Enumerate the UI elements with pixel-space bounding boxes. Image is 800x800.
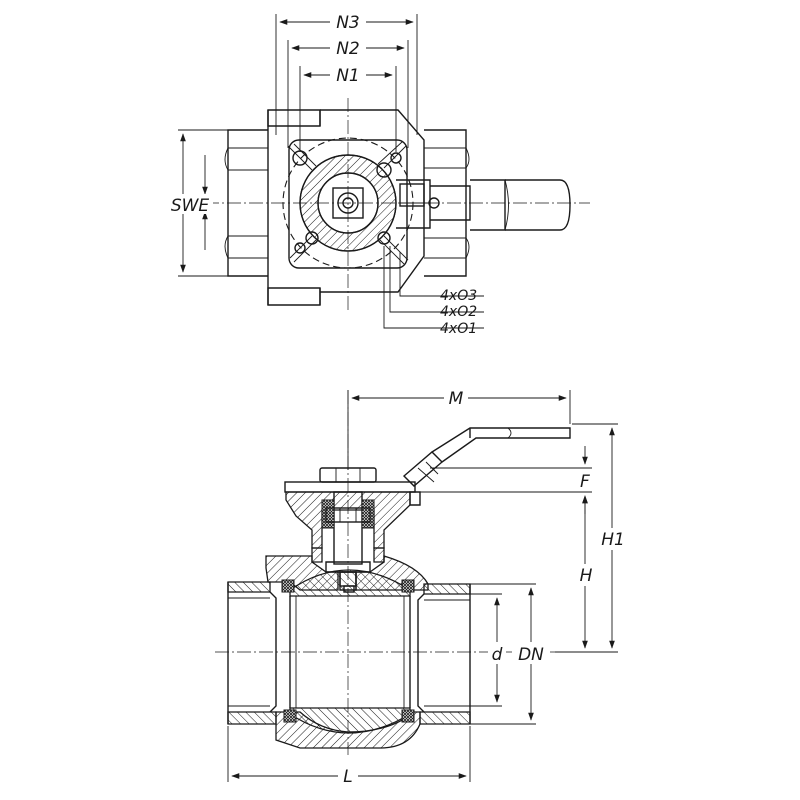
dim-h1: H1 xyxy=(555,423,628,653)
label-d: d xyxy=(492,645,503,665)
seat-top-left xyxy=(281,579,295,593)
section-view: M F H1 H d xyxy=(215,388,628,787)
label-h: H xyxy=(580,566,593,586)
label-l: L xyxy=(343,767,352,787)
dim-m: M xyxy=(347,388,571,470)
label-swe: SWE xyxy=(171,196,210,216)
label-hole-o3: 4xO3 xyxy=(440,288,477,304)
hole-callouts: 4xO3 4xO2 4xO1 xyxy=(383,246,484,337)
label-n1: N1 xyxy=(336,66,360,86)
top-stem-circle xyxy=(337,192,359,214)
section-right-end-bottom xyxy=(419,711,471,725)
label-h1: H1 xyxy=(601,530,625,550)
dim-n3: N3 xyxy=(275,12,418,135)
section-stop-pin xyxy=(409,491,421,506)
seat-bottom-right xyxy=(401,709,415,723)
section-left-end-top xyxy=(227,581,271,593)
section-bonnet xyxy=(285,491,411,549)
section-stem-packing-left xyxy=(321,499,335,529)
section-right-end-top xyxy=(423,583,471,595)
seat-top-right xyxy=(401,579,415,593)
top-right-port xyxy=(424,129,470,277)
section-top-plate xyxy=(284,481,416,493)
label-m: M xyxy=(449,389,464,409)
section-left-port xyxy=(227,582,277,724)
label-hole-o2: 4xO2 xyxy=(440,304,477,320)
label-f: F xyxy=(580,472,590,492)
top-handle xyxy=(396,179,571,231)
top-left-port xyxy=(224,129,268,277)
top-stem-nut xyxy=(332,187,364,219)
dim-n2: N2 xyxy=(287,38,409,148)
section-ball xyxy=(289,569,411,734)
dim-dn: DN xyxy=(470,583,550,725)
top-hatched-ring xyxy=(299,154,397,252)
dim-l: L xyxy=(227,726,471,787)
dim-n1: N1 xyxy=(299,65,397,152)
dim-f: F xyxy=(420,446,592,514)
top-view: N3 N2 N1 SWE xyxy=(165,12,590,337)
label-hole-o1: 4xO1 xyxy=(440,321,477,337)
dim-d: d xyxy=(424,593,506,707)
top-mounting-holes xyxy=(287,141,409,265)
seat-bottom-left xyxy=(283,709,297,723)
label-n3: N3 xyxy=(336,13,360,33)
top-stem-center xyxy=(342,197,354,209)
section-right-port xyxy=(417,584,471,724)
label-n2: N2 xyxy=(336,39,360,59)
section-handle xyxy=(402,427,571,487)
section-left-end-bottom xyxy=(227,711,277,725)
section-stem-packing-right xyxy=(361,499,375,529)
dim-h: H xyxy=(575,495,597,649)
label-dn: DN xyxy=(518,645,544,665)
dim-swe: SWE xyxy=(165,129,228,277)
